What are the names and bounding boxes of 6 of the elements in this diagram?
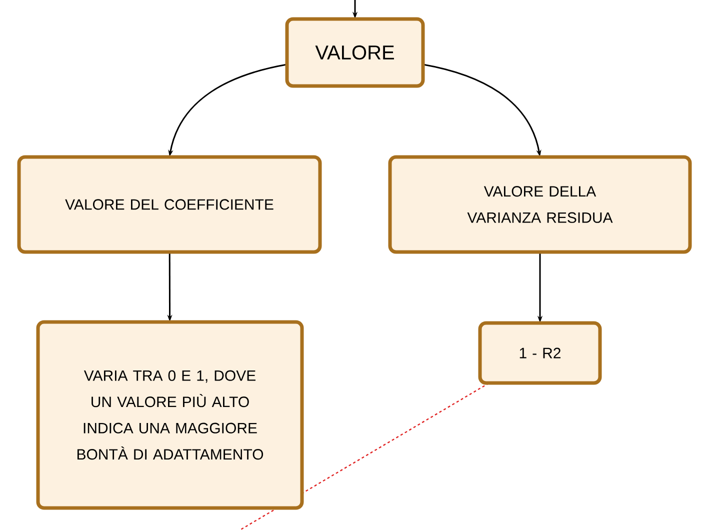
text-box: VALORE — [285, 17, 425, 88]
text-box: VALORE DELLA VARIANZA RESIDUA — [388, 155, 692, 254]
text-box: VALORE DEL COEFFICIENTE — [17, 155, 322, 254]
text-box: VARIA TRA 0 E 1, DOVE UN VALORE PIÙ ALTO INDICA UNA MAGGIORE BONTÀ DI ADATTAMENTO — [36, 320, 304, 510]
connector-line — [240, 382, 490, 530]
text-box: 1 - R2 — [478, 321, 602, 385]
